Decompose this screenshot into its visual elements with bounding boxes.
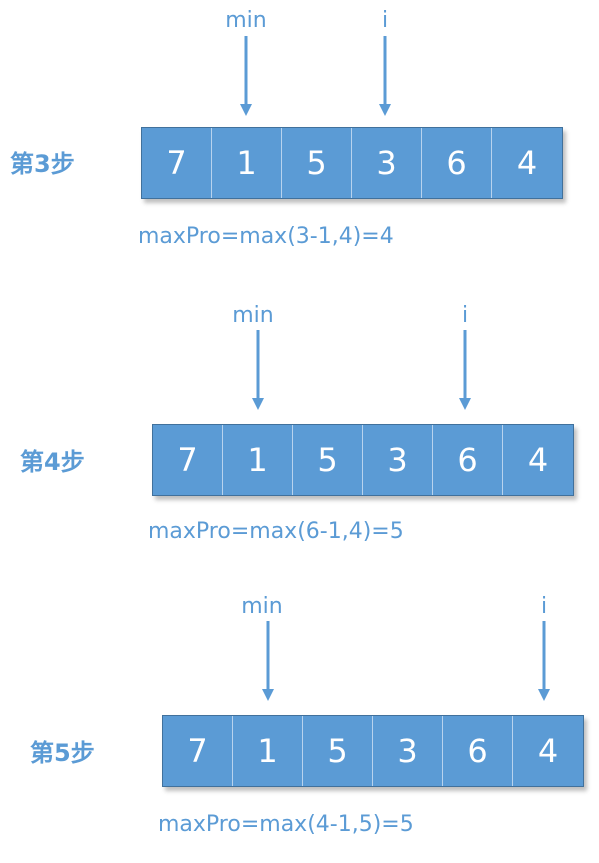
array-row: 7 1 5 3 6 4 [162, 715, 584, 787]
min-pointer-label: min [225, 8, 267, 33]
i-pointer-label: i [461, 303, 469, 328]
array-row: 7 1 5 3 6 4 [141, 127, 563, 199]
i-pointer-label: i [540, 594, 548, 619]
i-arrow-icon [538, 621, 550, 701]
formula-text: maxPro=max(4-1,5)=5 [158, 812, 414, 837]
array-cell: 7 [163, 716, 233, 786]
i-arrow-icon [379, 36, 391, 116]
min-arrow-icon [252, 330, 264, 410]
array-cell: 1 [223, 425, 293, 495]
step-label: 第3步 [10, 150, 75, 178]
array-row: 7 1 5 3 6 4 [152, 424, 574, 496]
array-cell: 4 [516, 144, 538, 182]
array-cell: 7 [142, 128, 212, 198]
min-pointer-label: min [232, 303, 274, 328]
i-arrow-icon [459, 330, 471, 410]
step-label: 第5步 [30, 739, 95, 767]
array-cell: 3 [373, 716, 443, 786]
formula-text: maxPro=max(6-1,4)=5 [148, 519, 404, 544]
array-cell: 5 [303, 716, 373, 786]
array-cell: 4 [537, 732, 559, 770]
array-cell: 1 [233, 716, 303, 786]
array-cell: 6 [433, 425, 503, 495]
min-arrow-icon [240, 36, 252, 116]
array-cell: 3 [363, 425, 433, 495]
step-5-panel: min i 第5步 7 1 5 3 6 4 maxPro=max(4-1,5)=… [0, 583, 599, 863]
array-cell: 5 [293, 425, 363, 495]
array-cell: 7 [153, 425, 223, 495]
array-cell: 4 [527, 441, 549, 479]
step-3-panel: min i 第3步 7 1 5 3 6 4 maxPro=max(3-1,4)=… [0, 0, 599, 280]
array-cell: 5 [282, 128, 352, 198]
array-cell: 6 [443, 716, 513, 786]
array-cell: 6 [422, 128, 492, 198]
array-cell: 3 [352, 128, 422, 198]
step-label: 第4步 [20, 448, 85, 476]
formula-text: maxPro=max(3-1,4)=4 [138, 224, 394, 249]
min-pointer-label: min [241, 594, 283, 619]
array-cell: 1 [212, 128, 282, 198]
step-4-panel: min i 第4步 7 1 5 3 6 4 maxPro=max(6-1,4)=… [0, 292, 599, 572]
i-pointer-label: i [381, 8, 389, 33]
min-arrow-icon [262, 621, 274, 701]
